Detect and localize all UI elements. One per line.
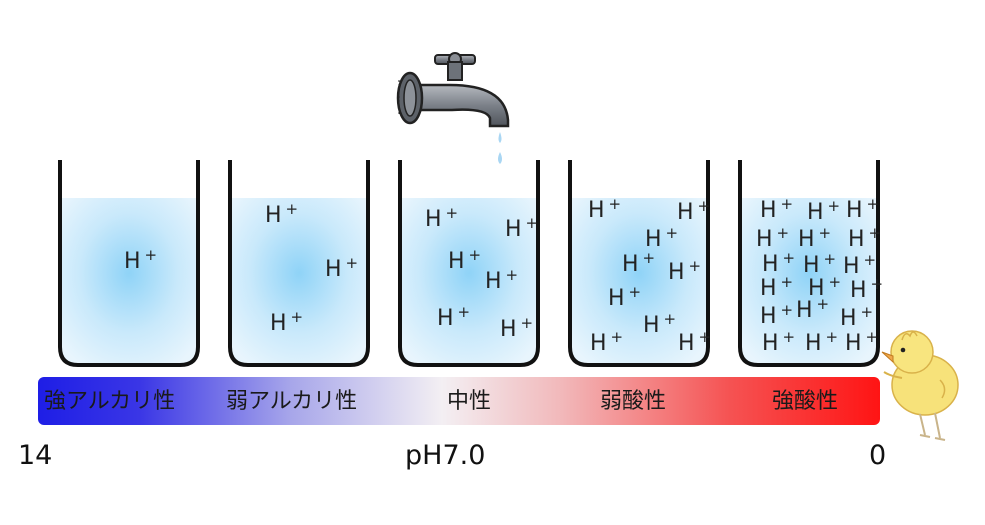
hydrogen-ion: H+	[760, 195, 793, 223]
beaker-5: H+H+H+H+H+H+H+H+H+H+H+H+H+H+H+H+H+H+	[738, 160, 883, 367]
hydrogen-ion: H+	[796, 295, 829, 323]
beaker-glass	[398, 160, 540, 367]
beaker-water	[400, 198, 538, 365]
scale-mid-label: pH7.0	[405, 440, 486, 471]
hydrogen-ion: H+	[850, 275, 883, 303]
hydrogen-ion: H+	[798, 224, 831, 252]
hydrogen-ion: H+	[643, 310, 676, 338]
beaker-3: H+H+H+H+H+H+	[398, 160, 540, 367]
hydrogen-ion: H+	[762, 328, 795, 356]
beaker-water	[60, 198, 198, 365]
label-weak-alkaline: 弱アルカリ性	[226, 389, 358, 414]
hydrogen-ion: H+	[807, 197, 840, 225]
hydrogen-ion: H+	[265, 200, 298, 228]
beaker-glass	[58, 160, 200, 367]
scale-max-label: 0	[869, 440, 887, 471]
hydrogen-ion: H+	[325, 254, 358, 282]
faucet-icon	[396, 52, 510, 128]
hydrogen-ion: H+	[848, 224, 881, 252]
hydrogen-ion: H+	[645, 224, 678, 252]
hydrogen-ion: H+	[808, 273, 841, 301]
hydrogen-ion: H+	[622, 249, 655, 277]
beaker-water	[570, 198, 708, 365]
hydrogen-ion: H+	[756, 224, 789, 252]
hydrogen-ion: H+	[668, 257, 701, 285]
hydrogen-ion: H+	[124, 246, 157, 274]
hydrogen-ion: H+	[843, 251, 876, 279]
beaker-water	[230, 198, 368, 365]
hydrogen-ion: H+	[448, 246, 481, 274]
hydrogen-ion: H+	[805, 328, 838, 356]
label-strong-acid: 強酸性	[772, 389, 839, 414]
hydrogen-ion: H+	[762, 249, 795, 277]
hydrogen-ion: H+	[760, 273, 793, 301]
hydrogen-ion: H+	[425, 204, 458, 232]
hydrogen-ion: H+	[485, 266, 518, 294]
water-drop-icon	[498, 132, 502, 164]
hydrogen-ion: H+	[270, 308, 303, 336]
hydrogen-ion: H+	[588, 195, 621, 223]
hydrogen-ion: H+	[840, 303, 873, 331]
hydrogen-ion: H+	[845, 328, 878, 356]
beaker-glass	[738, 160, 880, 367]
hydrogen-ion: H+	[846, 195, 879, 223]
hydrogen-ion: H+	[677, 197, 710, 225]
hydrogen-ion: H+	[500, 314, 533, 342]
beaker-1: H+	[58, 160, 200, 367]
beaker-water	[740, 198, 878, 365]
hydrogen-ion: H+	[678, 328, 711, 356]
hydrogen-ion: H+	[760, 301, 793, 329]
label-weak-acid: 弱酸性	[600, 389, 667, 414]
hydrogen-ion: H+	[590, 328, 623, 356]
hydrogen-ion: H+	[505, 214, 538, 242]
hydrogen-ion: H+	[803, 250, 836, 278]
chick-icon	[881, 330, 959, 441]
beaker-glass	[568, 160, 710, 367]
hydrogen-ion: H+	[608, 283, 641, 311]
label-neutral: 中性	[447, 389, 492, 414]
ph-gradient-bar	[38, 377, 880, 425]
beaker-4: H+H+H+H+H+H+H+H+H+	[568, 160, 711, 367]
beaker-2: H+ H+ H+	[228, 160, 370, 367]
scale-min-label: 14	[18, 440, 53, 471]
hydrogen-ion: H+	[437, 303, 470, 331]
label-strong-alkaline: 強アルカリ性	[44, 389, 176, 414]
beaker-glass	[228, 160, 370, 367]
